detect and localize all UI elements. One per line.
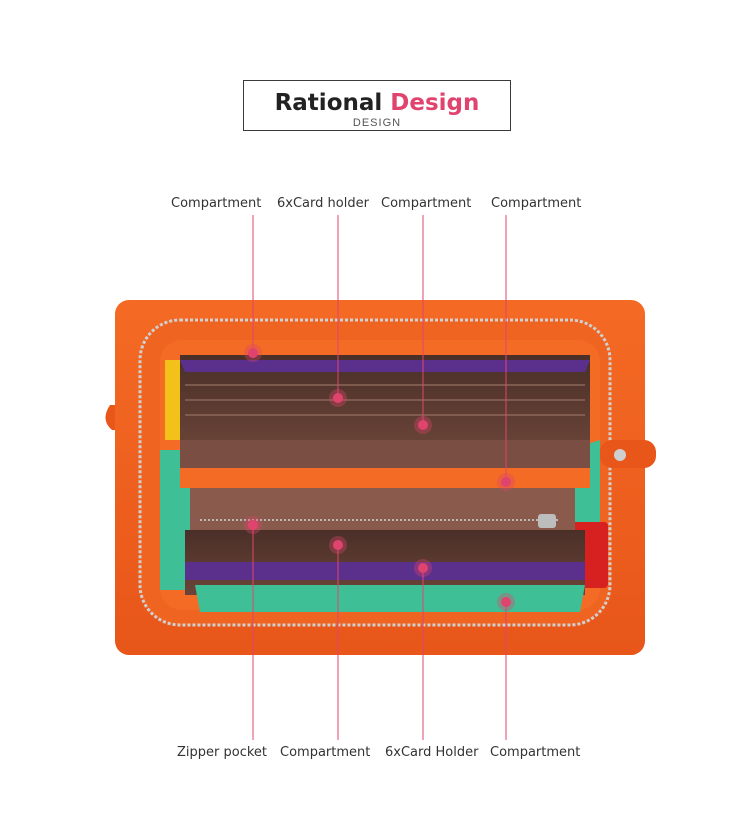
section-subtitle: DESIGN [352, 117, 402, 129]
label-top-compartment-2: Compartment [381, 196, 472, 211]
callout-lines [252, 215, 507, 740]
label-top-compartment-3: Compartment [491, 196, 582, 211]
label-top-card-holder: 6xCard holder [277, 196, 369, 211]
label-bottom-compartment-2: Compartment [490, 745, 581, 760]
label-bottom-card-holder: 6xCard Holder [385, 745, 479, 760]
callout-dots [244, 344, 515, 611]
title-word-1: Rational [274, 90, 383, 116]
section-title-box: Rational Design DESIGN [243, 80, 511, 131]
label-top-compartment-1: Compartment [171, 196, 262, 211]
label-bottom-compartment-1: Compartment [280, 745, 371, 760]
label-bottom-zipper-pocket: Zipper pocket [177, 745, 268, 760]
purple-trim-bottom [185, 562, 585, 580]
purple-trim-top [180, 360, 590, 372]
title-word-2: Design [390, 90, 480, 116]
snap-tab [600, 440, 656, 468]
section-title: Rational Design [244, 90, 510, 116]
green-trim-bottom [195, 585, 585, 612]
